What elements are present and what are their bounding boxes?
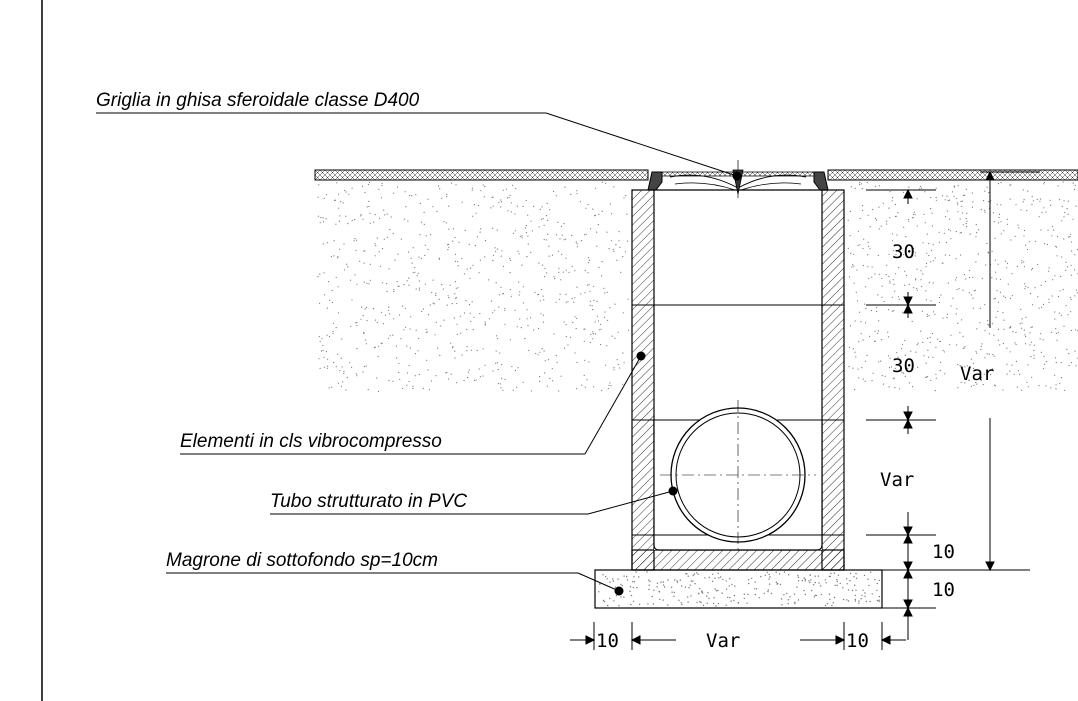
base-bottom [631,549,845,571]
bedding-speckle [598,571,880,607]
grate-frame [647,160,829,198]
leader-pipe [587,486,678,515]
wall-left [631,189,655,571]
dim-base-slab: 10 [932,541,955,563]
pavement-right [827,169,1078,181]
leader-bedding [577,572,624,596]
label-elements: Elementi in cls vibrocompresso [180,431,442,452]
dim-pipe-zone: Var [880,469,914,491]
label-bedding: Magrone di sottofondo sp=10cm [166,550,438,571]
pavement-left [314,169,649,181]
leader-grate [545,112,742,181]
dim-inner-width: Var [706,630,740,652]
wall-right [821,189,845,571]
horizontal-dimension-chain [570,622,906,650]
dim-ring-middle: 30 [892,355,915,377]
dim-total-right: Var [960,363,994,385]
soil-fill [317,181,1078,393]
dim-wall-right: 10 [846,630,869,652]
dim-wall-left: 10 [596,630,619,652]
label-pipe: Tubo strutturato in PVC [270,491,467,512]
dim-ring-upper: 30 [892,241,915,263]
vertical-dimension-chain [866,188,936,640]
total-depth-dimension [936,170,1040,572]
label-grate: Griglia in ghisa sferoidale classe D400 [96,90,420,111]
bedding-slab [594,569,883,609]
leader-elements [584,351,646,455]
dim-bedding: 10 [932,579,955,601]
